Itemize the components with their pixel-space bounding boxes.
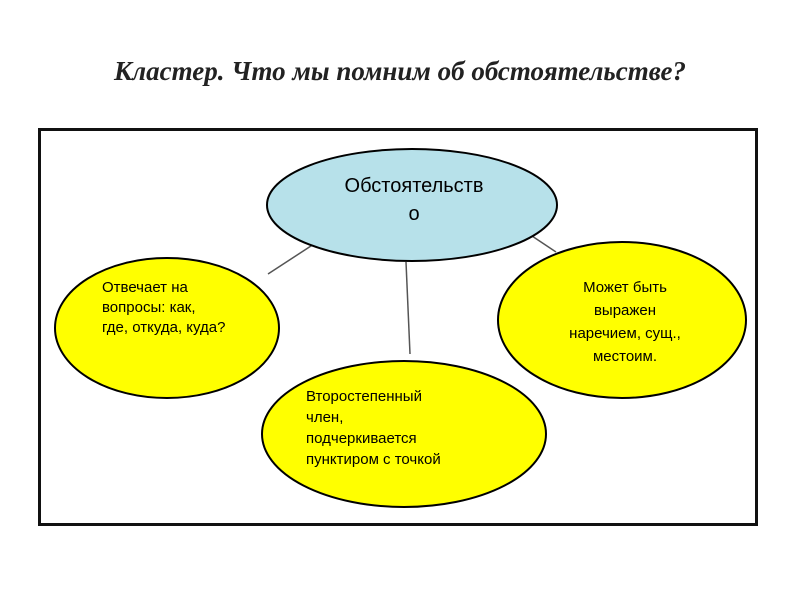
right-node-label: Может быть выражен наречием, сущ., место… xyxy=(520,276,730,368)
right-label-line-3: наречием, сущ., xyxy=(520,322,730,345)
bottom-label-line-4: пунктиром с точкой xyxy=(306,449,506,470)
left-node-label: Отвечает на вопросы: как, где, откуда, к… xyxy=(102,278,292,338)
center-label-line-1: Обстоятельств xyxy=(272,172,556,200)
left-label-line-1: Отвечает на xyxy=(102,278,292,298)
bottom-node-label: Второстепенный член, подчеркивается пунк… xyxy=(306,386,506,470)
right-label-line-4: местоим. xyxy=(520,345,730,368)
bottom-label-line-3: подчеркивается xyxy=(306,428,506,449)
center-label-line-2: о xyxy=(272,200,556,228)
center-node-label: Обстоятельств о xyxy=(272,172,556,228)
right-label-line-1: Может быть xyxy=(520,276,730,299)
bottom-label-line-1: Второстепенный xyxy=(306,386,506,407)
bottom-label-line-2: член, xyxy=(306,407,506,428)
connector-right xyxy=(532,236,556,252)
connector-left xyxy=(268,244,314,274)
connector-bottom xyxy=(406,262,410,354)
left-label-line-3: где, откуда, куда? xyxy=(102,318,292,338)
left-label-line-2: вопросы: как, xyxy=(102,298,292,318)
right-label-line-2: выражен xyxy=(520,299,730,322)
